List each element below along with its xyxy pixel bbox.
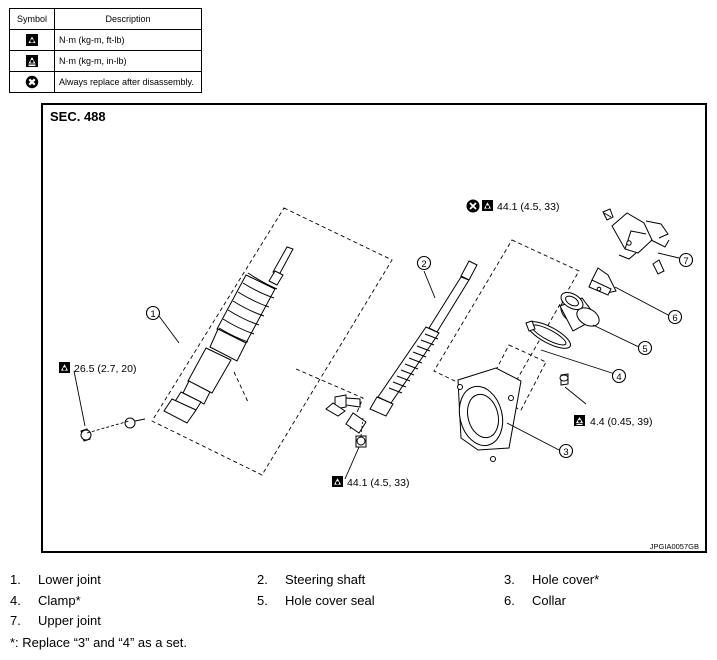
torque-icon <box>59 362 70 373</box>
svg-text:44.1 (4.5, 33): 44.1 (4.5, 33) <box>347 477 409 489</box>
symbol-description: Always replace after disassembly. <box>54 71 202 93</box>
description-header: Description <box>54 8 202 30</box>
torque-nm-inlb-icon <box>26 55 38 67</box>
callout-7: 7 <box>678 252 694 268</box>
callout-5: 5 <box>637 340 653 356</box>
svg-text:4: 4 <box>616 372 621 383</box>
svg-text:1: 1 <box>150 309 155 320</box>
symbol-table: Symbol Description N·m (kg-m, ft-lb) N·m… <box>9 8 202 93</box>
lower-joint <box>80 246 294 442</box>
diagram-frame <box>41 103 707 553</box>
callout-6: 6 <box>667 309 683 325</box>
callout-1: 1 <box>145 305 161 321</box>
symbol-cell <box>9 71 55 93</box>
symbol-cell <box>9 50 55 72</box>
svg-text:44.1 (4.5, 33): 44.1 (4.5, 33) <box>497 201 559 213</box>
symbol-description: N·m (kg-m, in-lb) <box>54 50 202 72</box>
svg-text:7: 7 <box>683 256 688 267</box>
section-label: SEC. 488 <box>50 109 106 124</box>
callout-2: 2 <box>416 255 432 271</box>
clamp <box>525 320 572 349</box>
torque-icon <box>482 200 493 211</box>
upper-joint <box>602 208 670 275</box>
torque-nm-ftlb-icon <box>26 34 38 46</box>
svg-text:6: 6 <box>672 313 677 324</box>
exploded-diagram: SEC. 488 <box>41 103 707 553</box>
callout-4: 4 <box>611 368 627 384</box>
svg-text:2: 2 <box>421 259 426 270</box>
torque-label-hole-cover: 4.4 (0.45, 39) <box>574 415 652 428</box>
hole-cover <box>457 367 569 462</box>
always-replace-icon <box>25 75 39 89</box>
steering-shaft <box>325 260 478 448</box>
svg-text:4.4 (0.45, 39): 4.4 (0.45, 39) <box>590 416 652 428</box>
torque-label-lower-joint: 26.5 (2.7, 20) <box>59 362 136 375</box>
torque-label-steering-shaft: 44.1 (4.5, 33) <box>332 476 409 489</box>
always-replace-icon <box>466 199 480 213</box>
torque-icon <box>332 476 343 487</box>
svg-text:5: 5 <box>642 344 647 355</box>
callout-3: 3 <box>558 443 574 459</box>
figure-id: JPGIA0057GB <box>650 542 699 551</box>
symbol-header: Symbol <box>9 8 55 30</box>
symbol-description: N·m (kg-m, ft-lb) <box>54 29 202 51</box>
svg-text:26.5 (2.7, 20): 26.5 (2.7, 20) <box>74 363 136 375</box>
replacement-note: *: Replace “3” and “4” as a set. <box>10 635 188 650</box>
collar <box>588 267 617 296</box>
symbol-cell <box>9 29 55 51</box>
torque-label-upper-joint: 44.1 (4.5, 33) <box>466 199 559 213</box>
torque-inlb-icon <box>574 415 585 426</box>
hole-cover-seal <box>559 291 600 332</box>
svg-text:3: 3 <box>563 447 568 458</box>
